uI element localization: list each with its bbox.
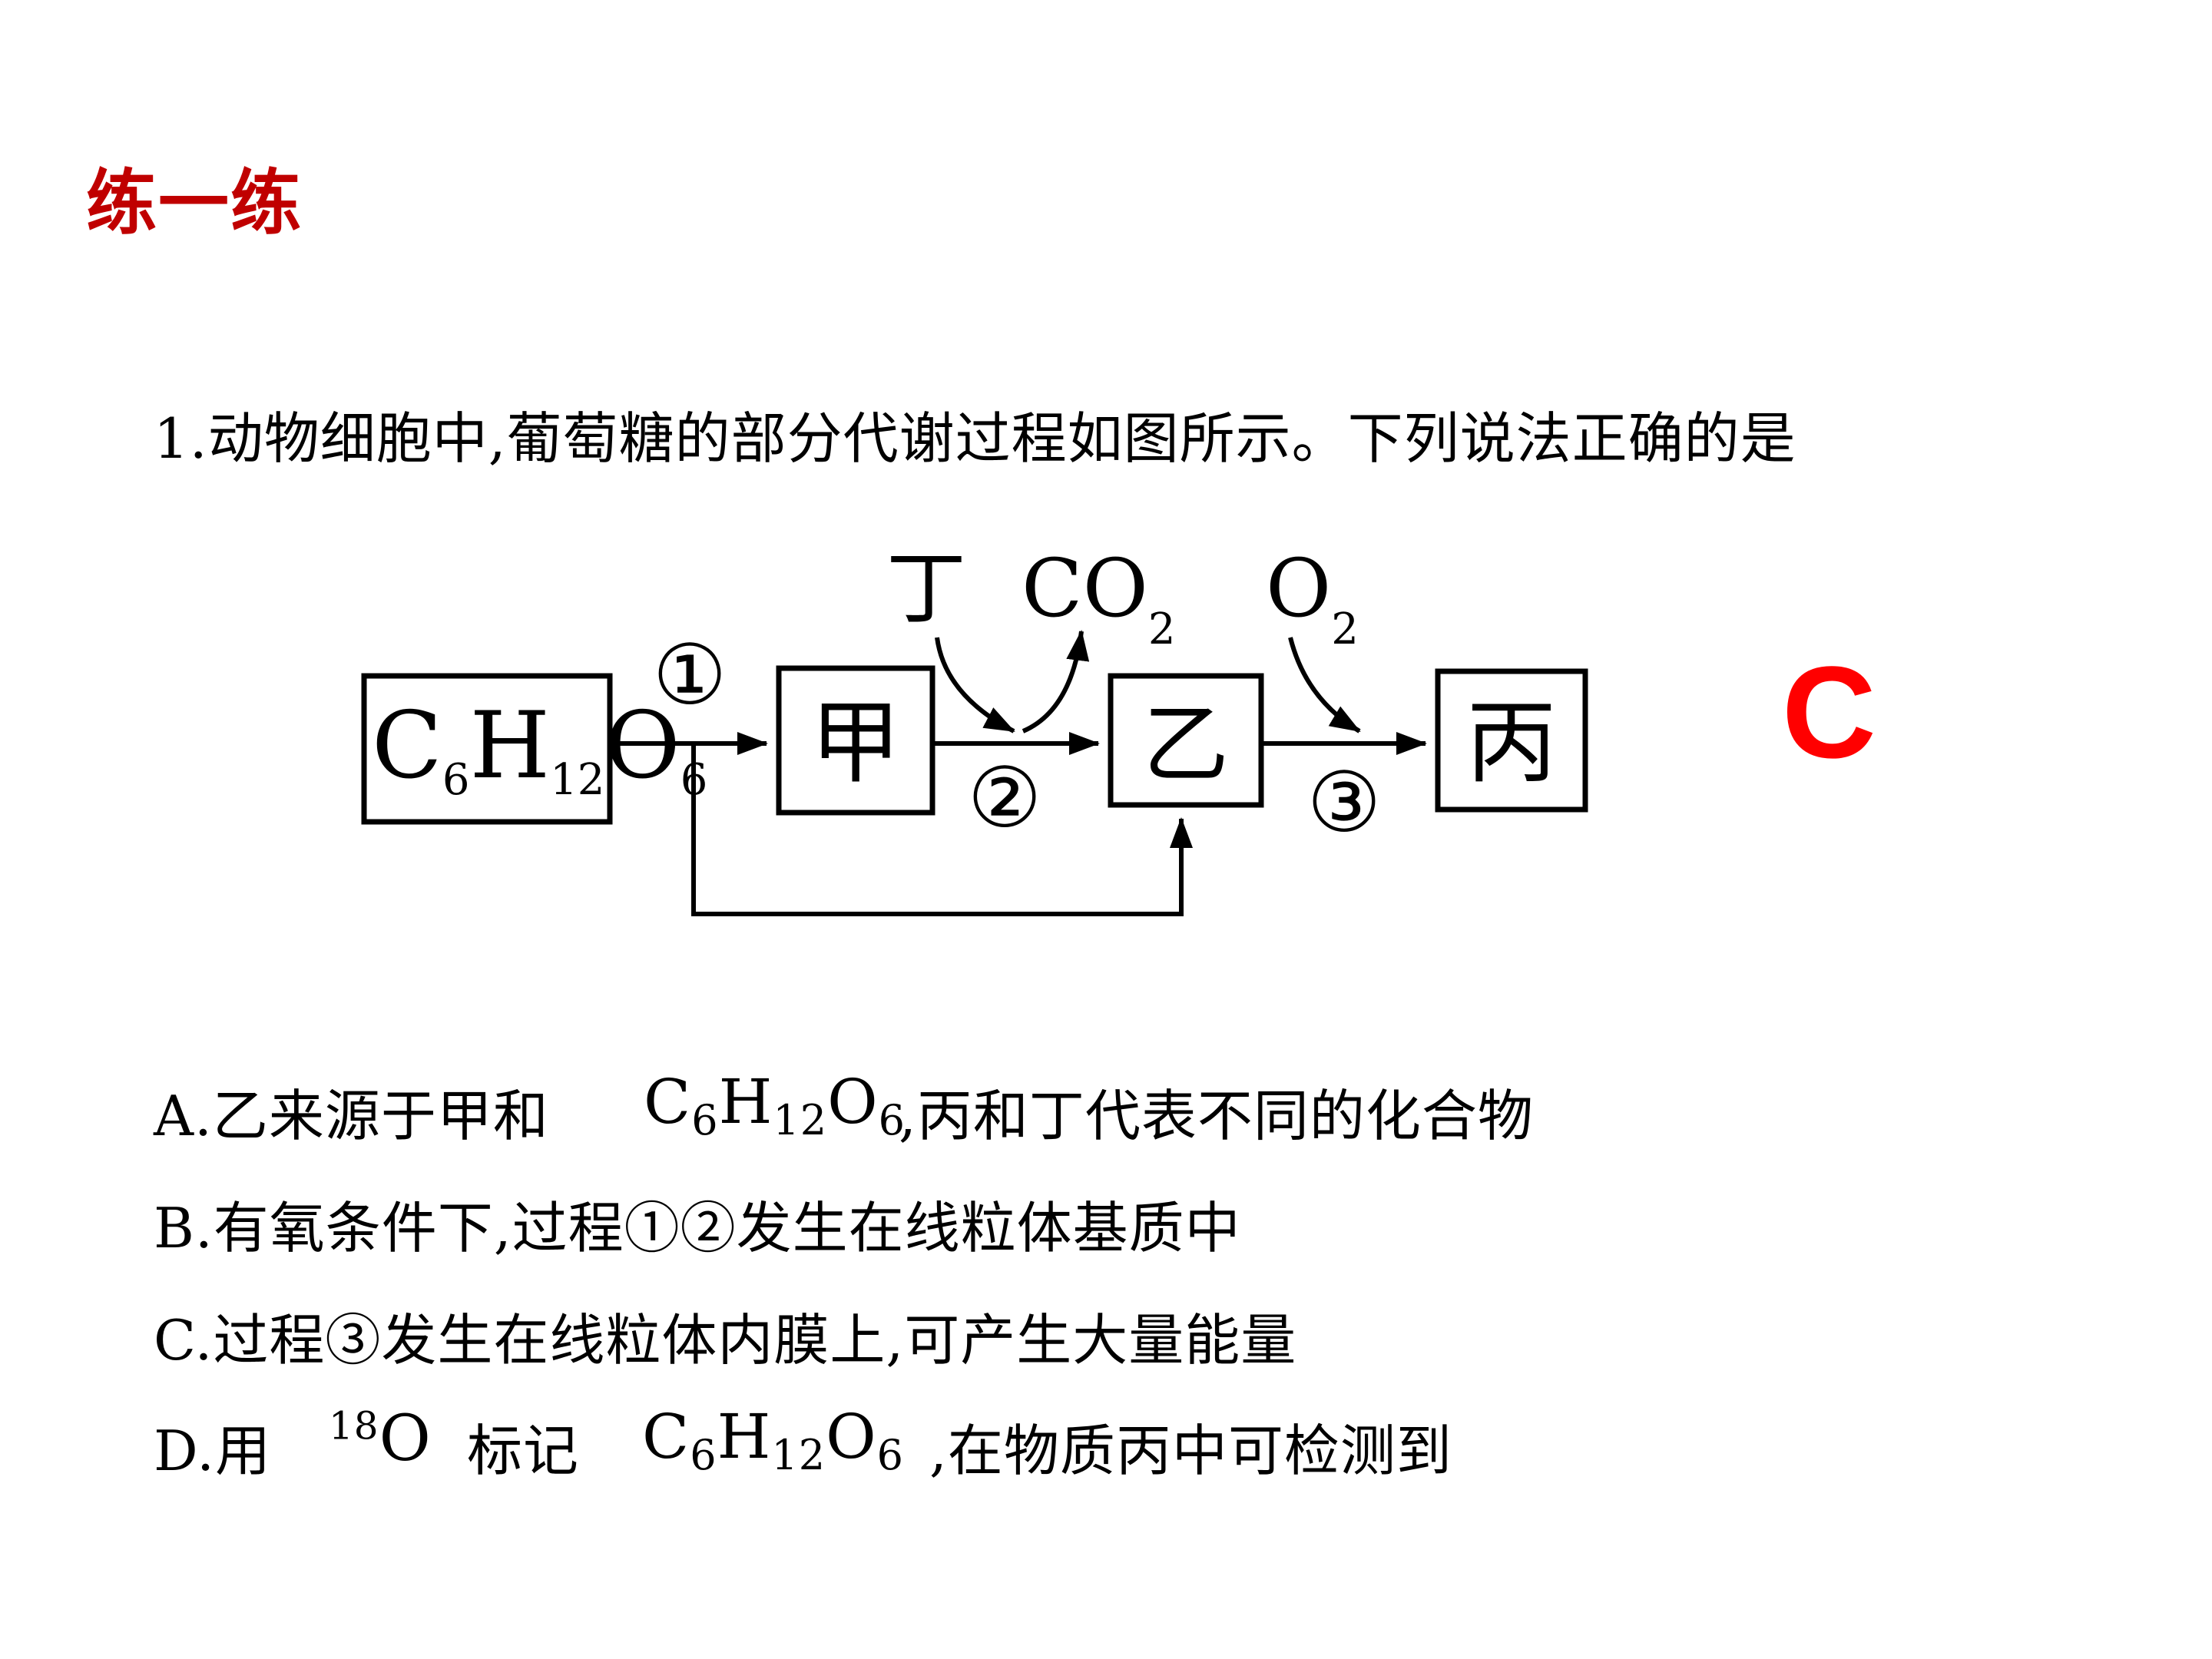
box-jia — [776, 665, 935, 816]
option-d[interactable]: D.用 18O 标记 C6H12O6 ,在物质丙中可检测到 — [154, 1401, 1575, 1490]
option-b-text: B.有氧条件下,过程①②发生在线粒体基质中 — [154, 1196, 1241, 1260]
option-c[interactable]: C.过程③发生在线粒体内膜上,可产生大量能量 — [154, 1295, 1296, 1376]
option-d-prefix: D.用 — [154, 1419, 272, 1483]
label-o2: O2 — [1266, 541, 1359, 654]
glucose-formula: C6H12O6 — [372, 693, 707, 805]
page-title: 练一练 — [86, 162, 303, 244]
arrow-ding-in — [935, 637, 1015, 733]
label-yi: 乙 — [1143, 695, 1229, 795]
answer-label: C — [1782, 640, 1876, 786]
option-a-formula: C6H12O6 — [644, 1066, 906, 1145]
label-ding: 丁 — [886, 541, 966, 635]
option-a-prefix: A.乙来源于甲和 — [154, 1084, 549, 1148]
box-yi — [1108, 673, 1264, 808]
option-c-text: C.过程③发生在线粒体内膜上,可产生大量能量 — [154, 1308, 1297, 1373]
metabolism-diagram: C6H12O6 甲 乙 丙 丁 CO2 O2 ① ② ③ — [361, 541, 1588, 916]
label-co2: CO2 — [1022, 541, 1175, 654]
arrow-o2-in — [1288, 637, 1361, 733]
option-b[interactable]: B.有氧条件下,过程①②发生在线粒体基质中 — [154, 1183, 1241, 1263]
option-d-suffix: ,在物质丙中可检测到 — [929, 1419, 1452, 1483]
step-1-marker: ① — [653, 628, 727, 724]
box-glucose — [361, 673, 613, 825]
step-2-marker: ② — [968, 750, 1042, 846]
label-bing: 丙 — [1466, 690, 1557, 796]
box-bing — [1435, 668, 1588, 813]
option-d-middle: 标记 — [467, 1419, 580, 1483]
arrow-glucose-to-yi — [691, 743, 1193, 916]
option-a-suffix: ,丙和丁代表不同的化合物 — [899, 1084, 1534, 1148]
step-3-marker: ③ — [1307, 755, 1382, 851]
arrow-co2-out — [1022, 630, 1090, 733]
option-a[interactable]: A.乙来源于甲和 C6H12O6 ,丙和丁代表不同的化合物 — [154, 1066, 1651, 1155]
option-d-isotope: 18O — [329, 1402, 432, 1475]
question-stem: 1.动物细胞中,葡萄糖的部分代谢过程如图所示。下列说法正确的是 — [154, 406, 1796, 471]
option-d-formula: C6H12O6 — [642, 1401, 905, 1480]
label-jia: 甲 — [810, 690, 901, 796]
